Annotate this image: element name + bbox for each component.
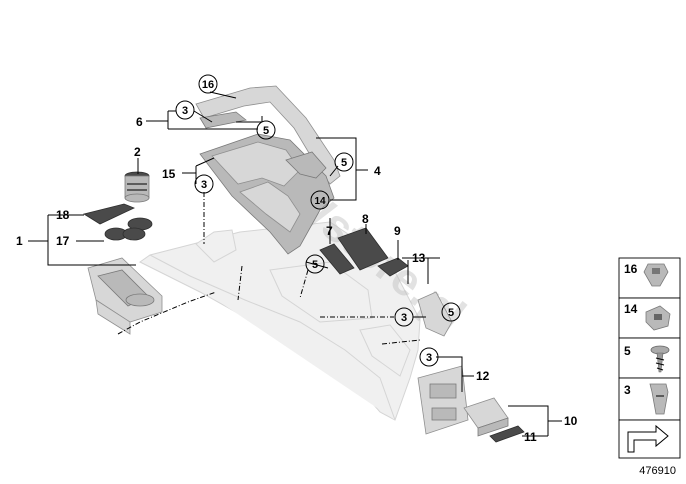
part-7 [319,243,355,275]
part-8 [337,227,389,271]
svg-text:5: 5 [448,307,454,319]
svg-text:5: 5 [341,157,347,169]
legend-label-5: 5 [624,344,631,358]
part-16-trim [195,85,341,185]
callout-5: 5 [256,120,276,140]
part-4-15-trim-frame [199,133,335,255]
svg-text:5: 5 [312,259,318,271]
assembly-lines [117,192,421,345]
part-2-insert [124,171,150,203]
callout-3: 3 [175,100,195,120]
leader-lines [28,91,562,437]
legend-icon-16 [643,263,669,287]
part-6-strip [199,111,247,129]
label-17: 17 [56,234,70,248]
callout-3: 3 [394,307,414,327]
part-18-mat [82,203,153,231]
label-9: 9 [394,224,401,238]
legend-label-14: 14 [624,302,638,316]
label-6: 6 [136,115,143,129]
label-7: 7 [326,224,333,238]
label-11: 11 [524,430,537,444]
part-13-bracket [417,291,453,337]
callout-5: 5 [334,152,354,172]
svg-text:16: 16 [202,79,214,91]
label-8: 8 [362,212,369,226]
label-15: 15 [162,167,176,181]
callout-16: 16 [198,74,218,94]
label-18: 18 [56,208,70,222]
label-4: 4 [374,164,381,178]
svg-text:5: 5 [263,125,269,137]
svg-text:3: 3 [401,312,407,324]
part-17-mat [104,227,146,241]
legend-box-5 [618,337,681,379]
label-1: 1 [16,234,23,248]
label-2: 2 [134,145,141,159]
svg-text:3: 3 [426,352,432,364]
arrow-icon [627,424,669,453]
callout-3: 3 [194,174,214,194]
label-13: 13 [412,251,426,265]
legend-icon-clip [649,383,669,415]
reference-number: 476910 [639,465,676,477]
label-12: 12 [476,369,490,383]
part-11-insert [489,425,525,443]
legend-label-16: 16 [624,262,638,276]
svg-text:3: 3 [182,105,188,117]
legend-panel: 16 14 5 3 [618,257,681,459]
callout-5: 5 [305,254,325,274]
part-12-panel [417,365,469,435]
svg-text:3: 3 [201,179,207,191]
callout-5: 5 [441,302,461,322]
svg-text:14: 14 [314,196,326,207]
center-console-housing [139,221,421,421]
part-1-cupholder [87,257,163,335]
callout-3: 3 [419,347,439,367]
part-10-tray [463,397,509,437]
label-10: 10 [564,414,578,428]
callout-14: 14 [310,190,330,210]
legend-label-3: 3 [624,383,631,397]
